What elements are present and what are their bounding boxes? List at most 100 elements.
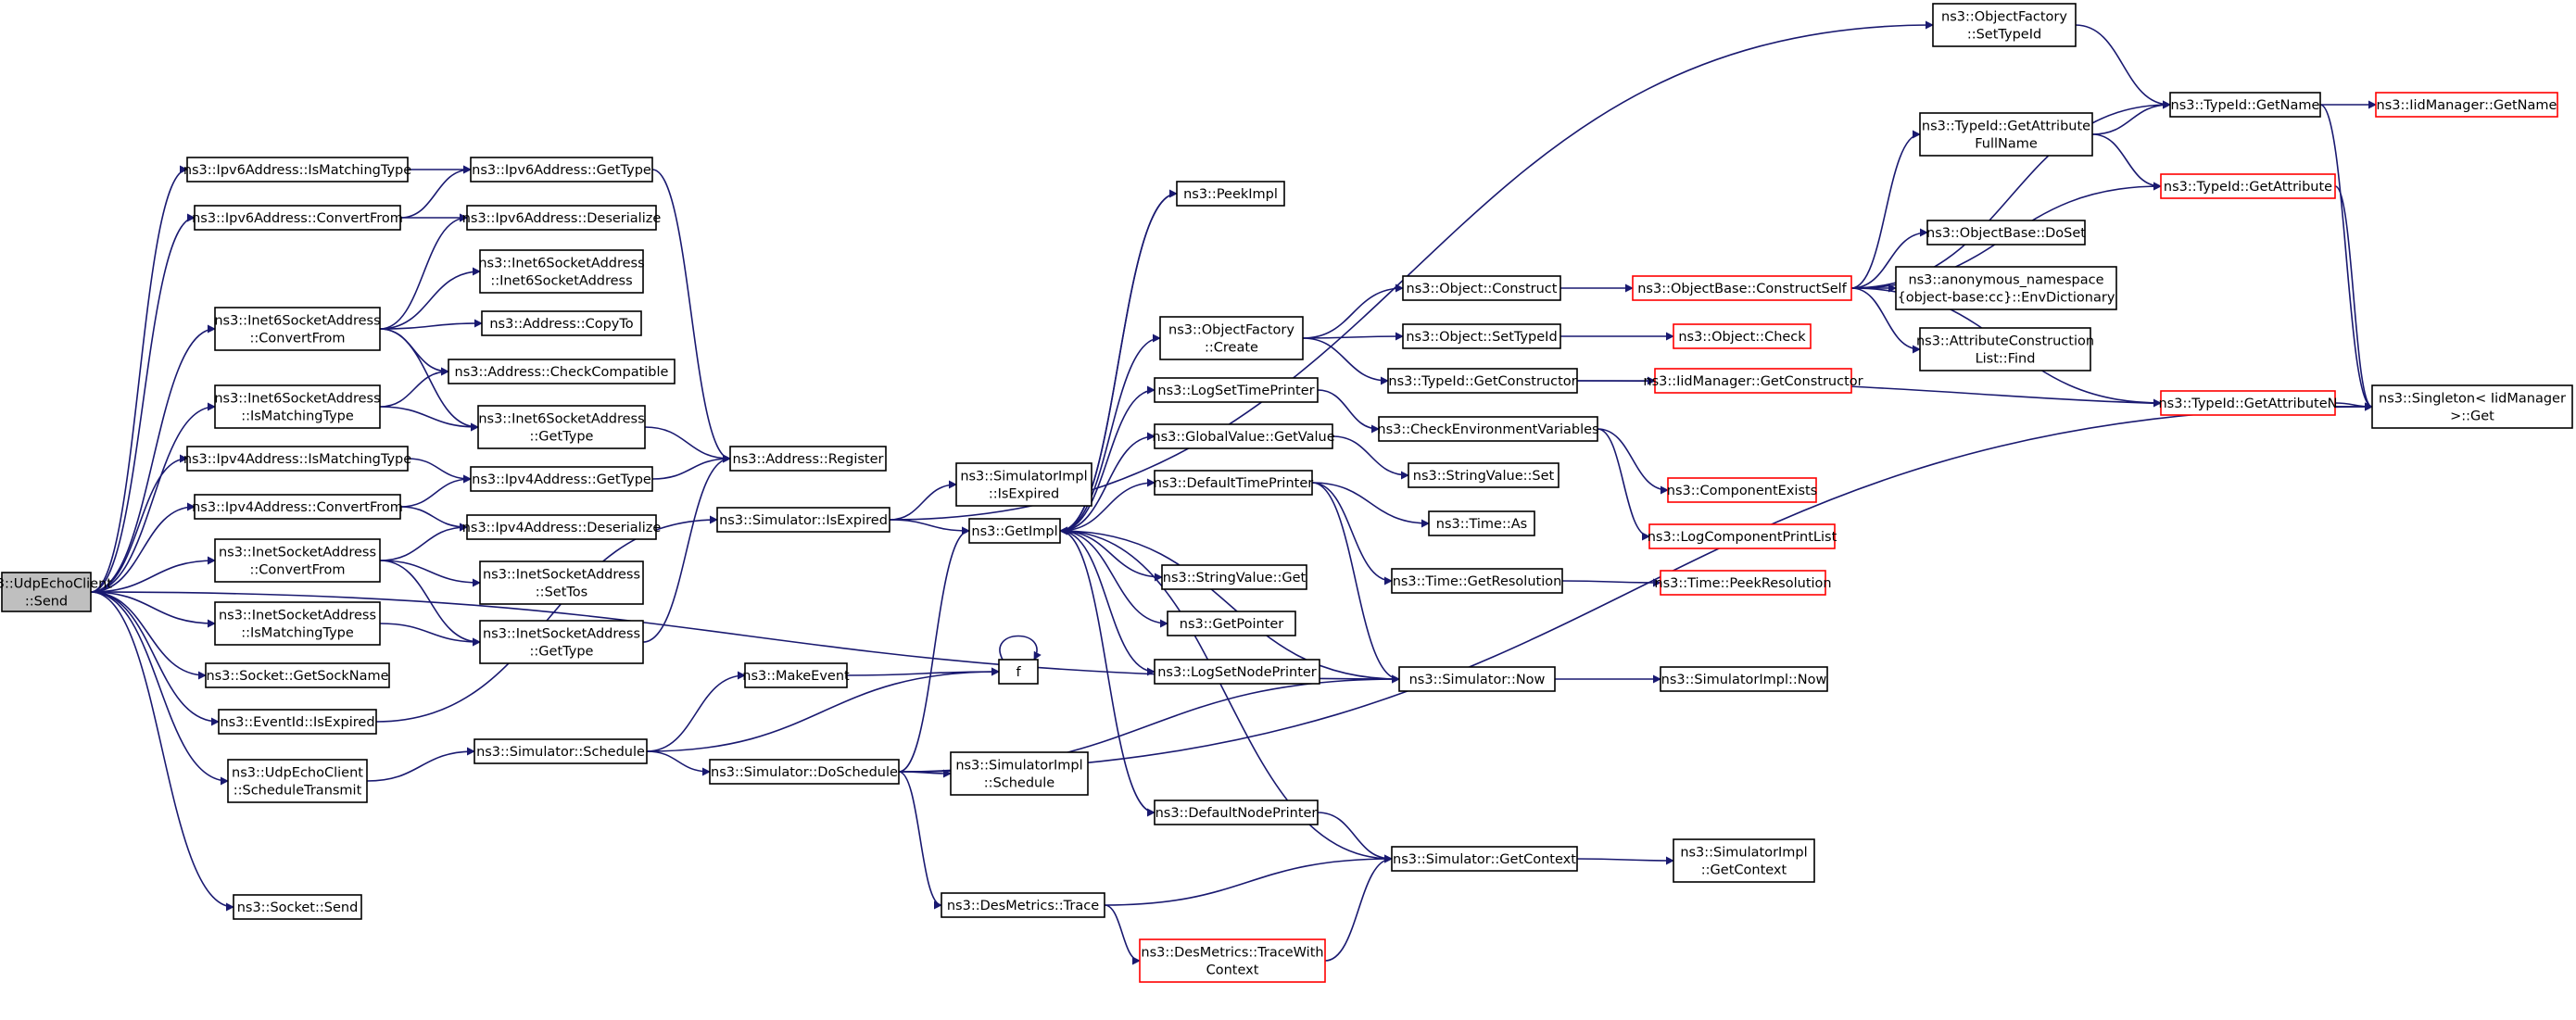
node-i6type[interactable]: ns3::Inet6SocketAddress::GetType xyxy=(477,405,646,449)
node-timepeek[interactable]: ns3::Time::PeekResolution xyxy=(1654,570,1832,596)
node-gvget[interactable]: ns3::GlobalValue::GetValue xyxy=(1152,423,1335,449)
node-siisexp[interactable]: ns3::SimulatorImpl::IsExpired xyxy=(955,462,1092,507)
node-label: ns3::StringValue::Set xyxy=(1413,469,1555,484)
node-i6conv[interactable]: ns3::Inet6SocketAddress::ConvertFrom xyxy=(214,307,381,351)
node-imatch[interactable]: ns3::InetSocketAddress::IsMatchingType xyxy=(214,601,381,646)
node-logsetnp[interactable]: ns3::LogSetNodePrinter xyxy=(1154,659,1320,685)
node-ofsettid[interactable]: ns3::ObjectFactory::SetTypeId xyxy=(1932,3,2077,47)
node-box xyxy=(1673,323,1812,349)
node-svset[interactable]: ns3::StringValue::Set xyxy=(1408,462,1559,488)
node-v4match[interactable]: ns3::Ipv4Address::IsMatchingType xyxy=(183,446,411,472)
node-getsock[interactable]: ns3::Socket::GetSockName xyxy=(205,662,390,688)
node-getimpl[interactable]: ns3::GetImpl xyxy=(968,518,1061,544)
node-box xyxy=(1667,477,1817,503)
node-desmetrics[interactable]: ns3::DesMetrics::Trace xyxy=(941,892,1105,918)
node-objconst[interactable]: ns3::Object::Construct xyxy=(1402,275,1561,301)
node-doschedule[interactable]: ns3::Simulator::DoSchedule xyxy=(709,759,900,785)
call-edge-i6conv-to-v6deser xyxy=(379,213,468,330)
node-label: ns3::ObjectFactory xyxy=(1941,10,2067,25)
node-checkenv[interactable]: ns3::CheckEnvironmentVariables xyxy=(1377,416,1599,442)
node-compexists[interactable]: ns3::ComponentExists xyxy=(1667,477,1818,503)
node-box xyxy=(214,307,381,351)
node-box xyxy=(1154,800,1319,825)
node-v6type[interactable]: ns3::Ipv6Address::GetType xyxy=(470,157,653,183)
node-objcheck[interactable]: ns3::Object::Check xyxy=(1673,323,1812,349)
node-schedtx[interactable]: ns3::UdpEchoClient::ScheduleTransmit xyxy=(227,759,368,803)
node-box xyxy=(1398,666,1556,692)
node-checkcompat[interactable]: ns3::Address::CheckCompatible xyxy=(448,359,676,384)
node-makeevent[interactable]: ns3::MakeEvent xyxy=(742,662,850,688)
node-label: ns3::EventId::IsExpired xyxy=(220,715,374,730)
node-register[interactable]: ns3::Address::Register xyxy=(729,446,887,472)
node-sinow[interactable]: ns3::SimulatorImpl::Now xyxy=(1660,666,1828,692)
node-ofcreate[interactable]: ns3::ObjectFactory::Create xyxy=(1159,316,1304,360)
node-iconv[interactable]: ns3::InetSocketAddress::ConvertFrom xyxy=(214,538,381,583)
call-edge-ofcreate-to-objconst xyxy=(1302,283,1404,339)
node-sgetctx[interactable]: ns3::Simulator::GetContext xyxy=(1391,846,1578,872)
node-timeas[interactable]: ns3::Time::As xyxy=(1428,510,1535,536)
node-label: ::Send xyxy=(25,595,68,610)
node-timeres[interactable]: ns3::Time::GetResolution xyxy=(1391,568,1563,594)
node-itype[interactable]: ns3::InetSocketAddress::GetType xyxy=(479,620,644,664)
node-label: ns3::Ipv6Address::Deserialize xyxy=(462,211,662,226)
node-obconstself[interactable]: ns3::ObjectBase::ConstructSelf xyxy=(1632,275,1852,301)
call-edge-timeres-to-timepeek xyxy=(1561,578,1661,587)
node-tidgetattr[interactable]: ns3::TypeId::GetAttribute xyxy=(2160,173,2336,199)
node-label: ns3::UdpEchoClient xyxy=(0,577,112,592)
call-edge-tidgetattrn-to-singleton xyxy=(2334,402,2373,411)
node-label: ns3::InetSocketAddress xyxy=(219,546,376,560)
node-tidgetctor[interactable]: ns3::TypeId::GetConstructor xyxy=(1387,368,1578,394)
node-box xyxy=(1919,112,2093,157)
node-sigetctx[interactable]: ns3::SimulatorImpl::GetContext xyxy=(1673,838,1815,883)
node-peekimpl[interactable]: ns3::PeekImpl xyxy=(1176,181,1285,207)
node-root[interactable]: ns3::UdpEchoClient::Send xyxy=(0,572,112,612)
node-snow[interactable]: ns3::Simulator::Now xyxy=(1398,666,1556,692)
node-objsettid[interactable]: ns3::Object::SetTypeId xyxy=(1402,323,1561,349)
call-edge-root-to-i6match xyxy=(90,402,216,593)
node-v6conv[interactable]: ns3::Ipv6Address::ConvertFrom xyxy=(192,205,403,231)
node-deftp[interactable]: ns3::DefaultTimePrinter xyxy=(1154,470,1313,496)
node-v4type[interactable]: ns3::Ipv4Address::GetType xyxy=(470,466,653,492)
node-box xyxy=(1391,846,1578,872)
node-settos[interactable]: ns3::InetSocketAddress::SetTos xyxy=(479,560,644,605)
node-svget[interactable]: ns3::StringValue::Get xyxy=(1161,564,1307,590)
call-edge-traceww-to-sgetctx xyxy=(1324,854,1393,962)
node-sisched[interactable]: ns3::SimulatorImpl::Schedule xyxy=(950,751,1089,796)
node-iidgetname[interactable]: ns3::IidManager::GetName xyxy=(2375,92,2558,118)
node-v4deser[interactable]: ns3::Ipv4Address::Deserialize xyxy=(462,514,662,540)
node-f[interactable]: f xyxy=(998,659,1039,685)
node-box xyxy=(1154,470,1313,496)
node-v4conv[interactable]: ns3::Ipv4Address::ConvertFrom xyxy=(192,494,403,520)
node-defnp[interactable]: ns3::DefaultNodePrinter xyxy=(1154,800,1319,825)
node-tidgetattrn[interactable]: ns3::TypeId::GetAttributeN xyxy=(2158,390,2338,416)
node-socksend[interactable]: ns3::Socket::Send xyxy=(233,894,362,920)
node-iidgetctor[interactable]: ns3::IidManager::GetConstructor xyxy=(1643,368,1863,394)
node-getptr[interactable]: ns3::GetPointer xyxy=(1167,611,1296,636)
node-box xyxy=(1632,275,1852,301)
node-label: ns3::Address::CheckCompatible xyxy=(455,365,669,380)
call-edge-deftp-to-snow xyxy=(1311,482,1400,684)
node-v6deser[interactable]: ns3::Ipv6Address::Deserialize xyxy=(462,205,662,231)
node-sisexp[interactable]: ns3::Simulator::IsExpired xyxy=(716,507,890,533)
node-label: ns3::TypeId::GetAttributeN xyxy=(2158,397,2337,411)
node-envdict[interactable]: ns3::anonymous_namespace{object-base:cc}… xyxy=(1895,266,2117,310)
node-singleton[interactable]: ns3::Singleton< IidManager>::Get xyxy=(2371,384,2573,429)
node-sschedule[interactable]: ns3::Simulator::Schedule xyxy=(474,738,648,764)
node-i6ctor[interactable]: ns3::Inet6SocketAddress::Inet6SocketAddr… xyxy=(478,249,645,294)
node-evexp[interactable]: ns3::EventId::IsExpired xyxy=(218,709,377,735)
node-box xyxy=(1428,510,1535,536)
node-copyto[interactable]: ns3::Address::CopyTo xyxy=(481,310,642,336)
node-tidgetname[interactable]: ns3::TypeId::GetName xyxy=(2169,92,2321,118)
call-edge-v4type-to-register xyxy=(651,454,731,480)
call-edge-root-to-v6conv xyxy=(90,213,196,593)
node-v6match[interactable]: ns3::Ipv6Address::IsMatchingType xyxy=(183,157,411,183)
call-edge-root-to-v4match xyxy=(90,454,188,593)
node-logsettp[interactable]: ns3::LogSetTimePrinter xyxy=(1154,377,1319,403)
node-label: ns3::DesMetrics::TraceWith xyxy=(1141,946,1323,961)
node-obdoset[interactable]: ns3::ObjectBase::DoSet xyxy=(1926,220,2086,246)
node-i6match[interactable]: ns3::Inet6SocketAddress::IsMatchingType xyxy=(214,384,381,429)
node-logcpl[interactable]: ns3::LogComponentPrintList xyxy=(1648,523,1837,549)
